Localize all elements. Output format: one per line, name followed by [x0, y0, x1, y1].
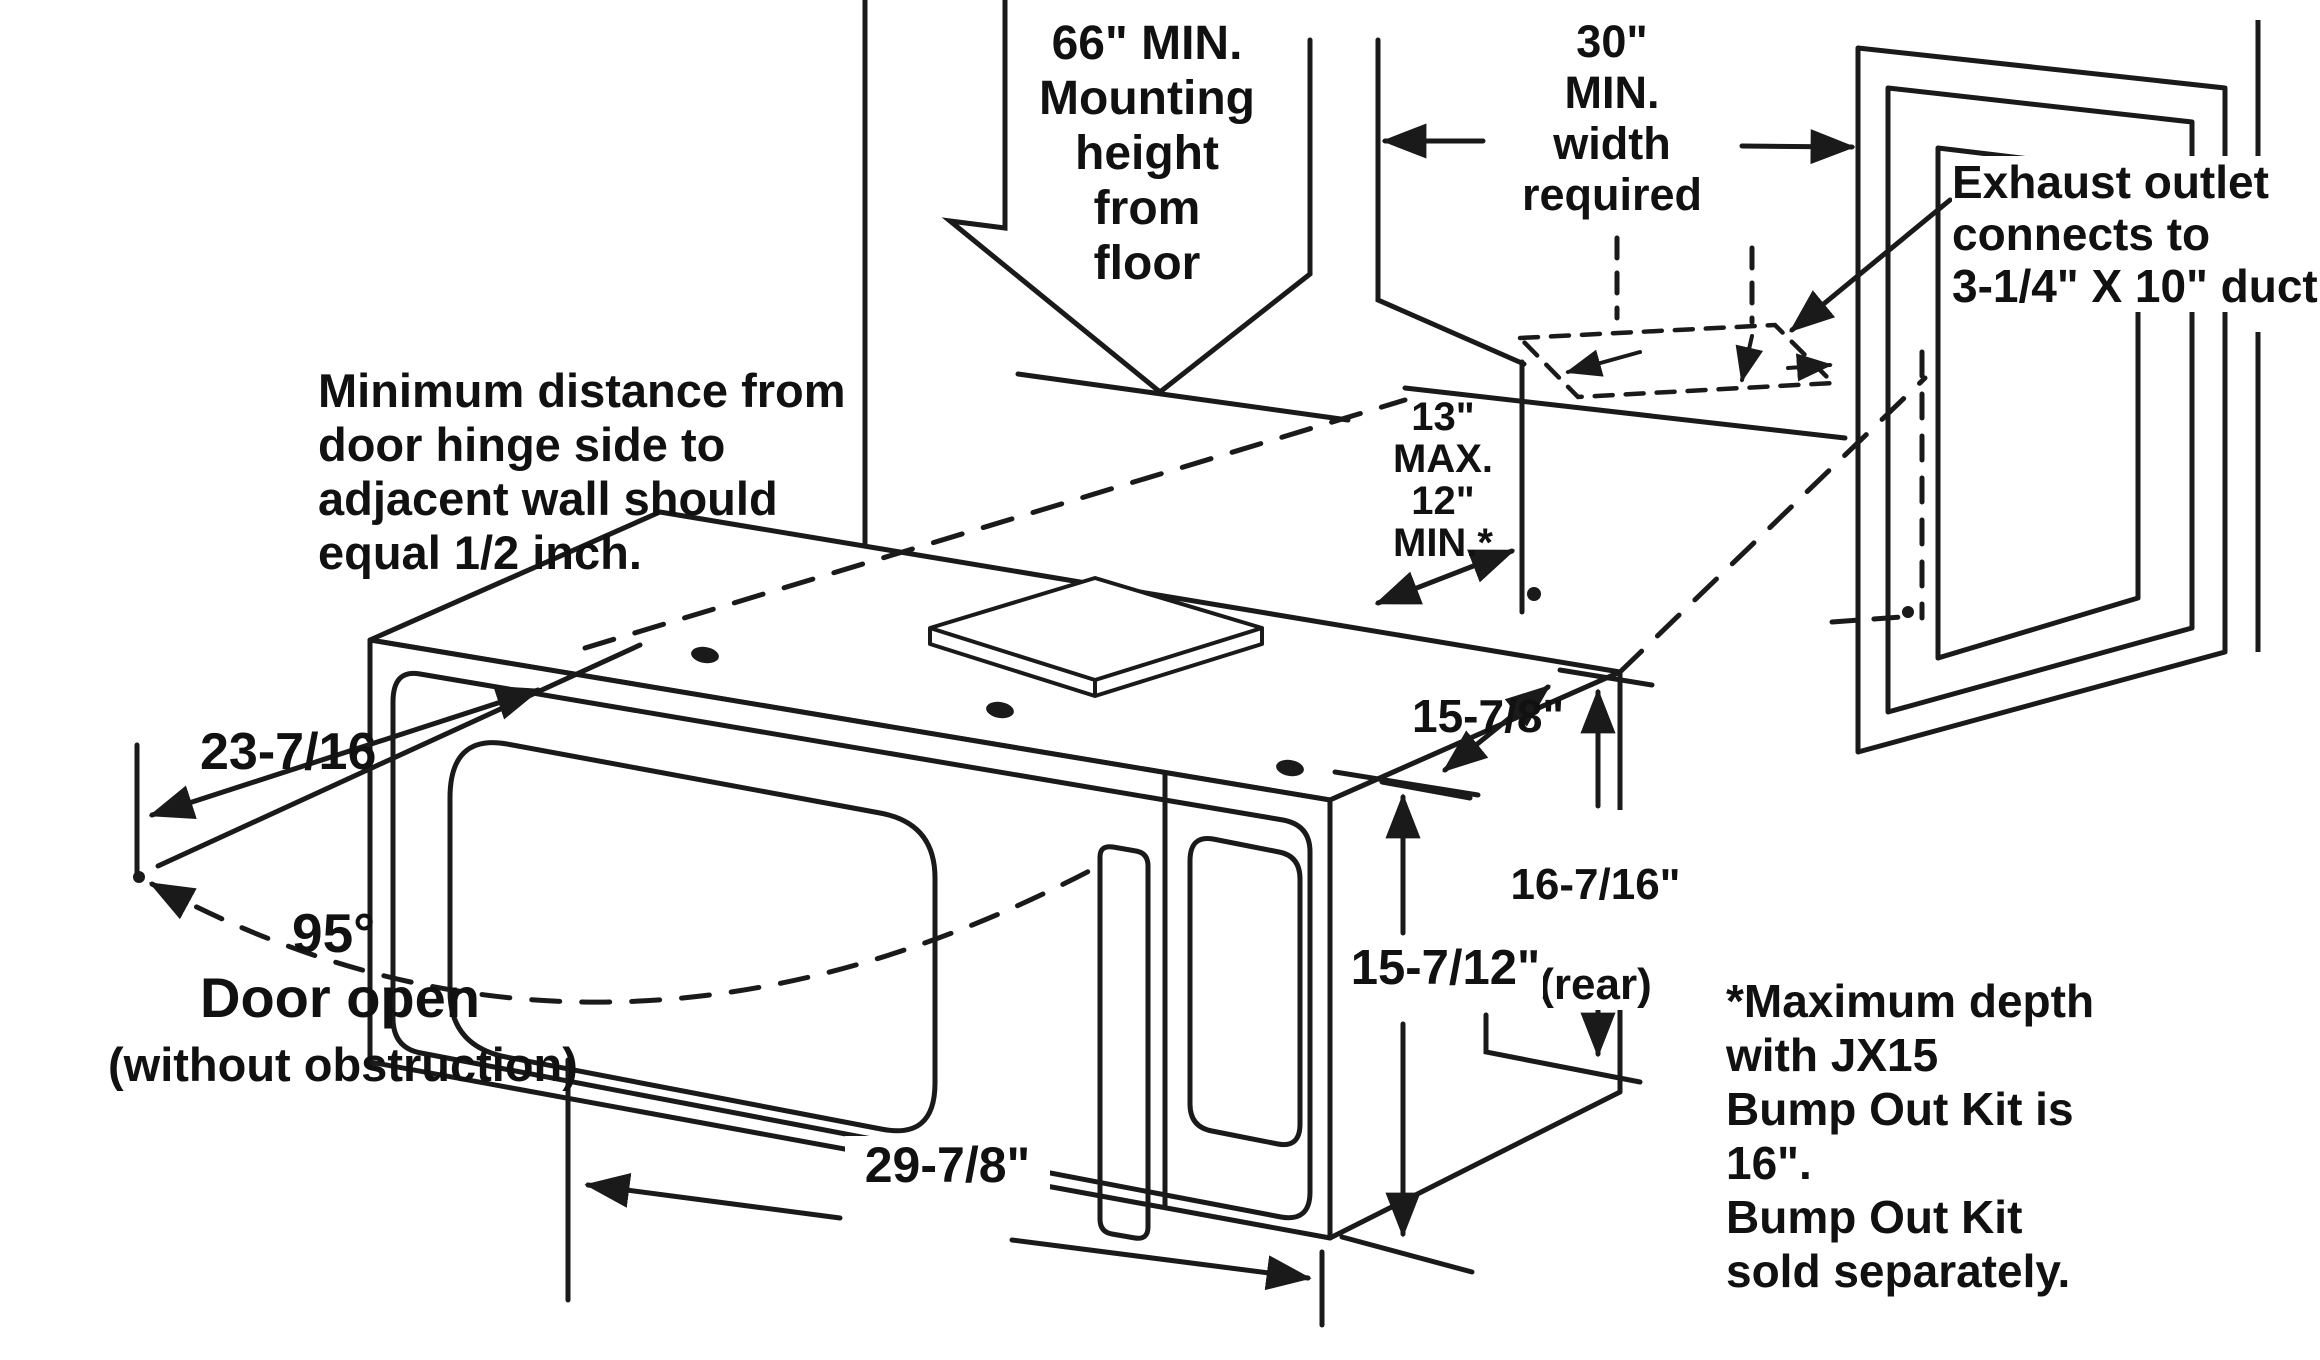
- label-exhaust-outlet: Exhaust outlet connects to 3-1/4" X 10" …: [1952, 156, 2320, 312]
- duct-outline: [1514, 322, 1839, 400]
- rear-height-tag: (rear): [1539, 960, 1652, 1009]
- label-door-angle: 95°: [292, 902, 376, 964]
- label-min-distance: Minimum distance from door hinge side to…: [318, 364, 846, 579]
- microwave-drawing: [367, 509, 1623, 1241]
- window-wall: [1855, 20, 2261, 755]
- cabinet-wall-lines: [862, 0, 1848, 643]
- label-unit-width: 29-7/8": [845, 1136, 1050, 1194]
- label-mounting-height: 66" MIN. Mounting height from floor: [1039, 17, 1255, 290]
- control-panel-inset: [1187, 835, 1303, 1148]
- rear-height-value: 16-7/16": [1510, 860, 1681, 909]
- label-bumpout-note: *Maximum depth with JX15 Bump Out Kit is…: [1726, 975, 2095, 1297]
- label-door-open: Door open: [200, 966, 480, 1029]
- dashed-lines: [133, 235, 1928, 1005]
- label-open-door-depth: 23-7/16: [200, 723, 377, 781]
- label-front-height: 15-7/12": [1348, 940, 1543, 997]
- dimension-arrows: [134, 123, 1953, 1328]
- label-niche-depth: 13" MAX. 12" MIN.*: [1393, 395, 1493, 565]
- label-top-depth: 15-7/8": [1412, 690, 1565, 742]
- label-width-required: 30" MIN. width required: [1521, 16, 1703, 220]
- door-swing-arc: [148, 865, 1098, 1005]
- vent-dots: [691, 646, 1304, 777]
- label-without-obstruction: (without obstruction): [108, 1038, 578, 1091]
- door-handle: [1097, 844, 1151, 1241]
